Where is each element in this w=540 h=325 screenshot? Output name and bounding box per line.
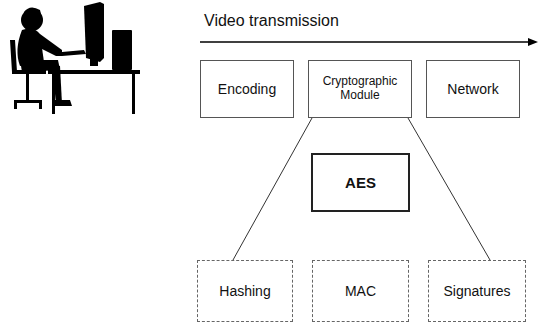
- box-label: Signatures: [444, 283, 511, 299]
- zoom-line: [408, 118, 490, 260]
- transmission-line: [200, 41, 532, 42]
- cipher-box: AES: [311, 153, 410, 212]
- process-box: Network: [426, 60, 520, 118]
- box-label: Encoding: [218, 81, 276, 97]
- zoom-line: [233, 118, 312, 260]
- optional-box: MAC: [312, 260, 409, 322]
- optional-box: Signatures: [428, 260, 526, 322]
- box-label: Network: [447, 81, 498, 97]
- optional-box: Hashing: [197, 260, 293, 322]
- box-label: Hashing: [219, 283, 270, 299]
- box-label: MAC: [345, 283, 376, 299]
- person-silhouette: [10, 2, 140, 114]
- flow-label: Video transmission: [204, 12, 339, 30]
- box-label: Cryptographic Module: [309, 75, 411, 103]
- box-label: AES: [345, 174, 376, 191]
- module-box: Cryptographic Module: [308, 60, 412, 118]
- transmission-arrowhead: [528, 38, 538, 46]
- process-box: Encoding: [200, 60, 294, 118]
